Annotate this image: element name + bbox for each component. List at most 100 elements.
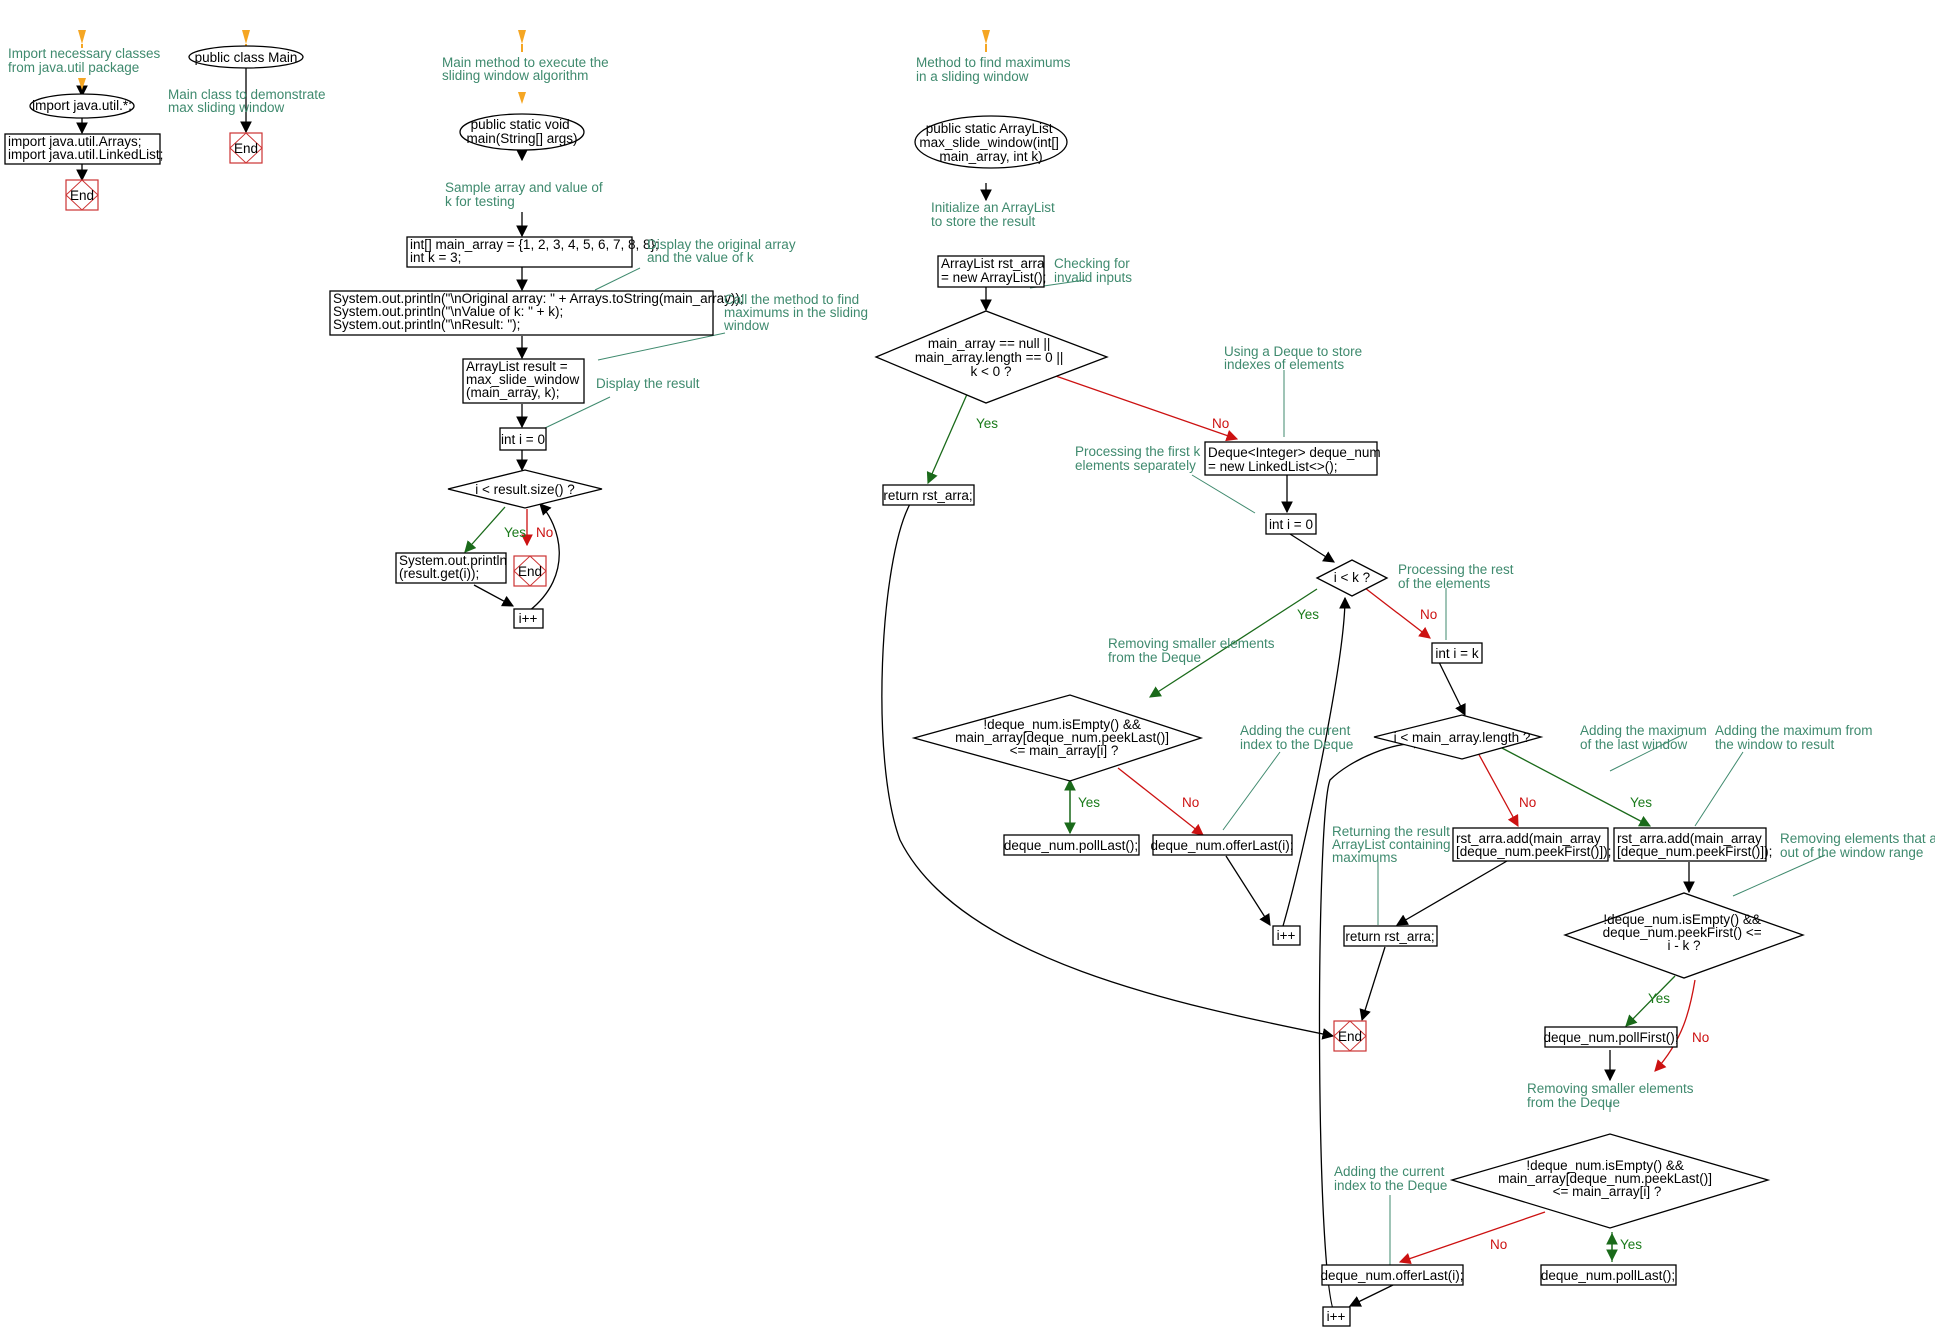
start-marker	[242, 30, 250, 44]
comment-rest: Processing the rest of the elements	[1398, 562, 1517, 591]
comment-main-top: Main method to execute the sliding windo…	[442, 55, 612, 83]
comment-add-res: Adding the maximum from the window to re…	[1715, 723, 1876, 752]
node-incr2[interactable]	[1322, 1306, 1351, 1327]
no-label: No	[1519, 795, 1536, 810]
node-import-all[interactable]	[29, 93, 135, 119]
no-label: No	[1182, 795, 1199, 810]
node-poll-first-label: deque_num.pollFirst();	[1543, 1030, 1678, 1045]
decision-ik[interactable]	[1315, 559, 1389, 597]
node-add-last-label: rst_arra.add(main_array [deque_num.peekF…	[1456, 831, 1611, 859]
node-main-loop-init-label: int i = 0	[501, 432, 545, 447]
no-label: No	[1212, 416, 1229, 431]
node-incr1[interactable]	[1272, 925, 1301, 946]
decision-empty2-label: !deque_num.isEmpty() && main_array[deque…	[1498, 1158, 1716, 1199]
decision-empty1[interactable]	[911, 694, 1204, 782]
node-main-incr[interactable]	[513, 608, 544, 629]
decision-len[interactable]	[1373, 714, 1544, 760]
decision-main-loop-label: i < result.size() ?	[475, 482, 574, 497]
node-ik[interactable]	[1431, 642, 1483, 664]
decision-empty2[interactable]	[1449, 1133, 1771, 1229]
comment-call: Call the method to find maximums in the …	[723, 292, 872, 333]
node-incr2-label: i++	[1327, 1309, 1346, 1324]
node-main-loop-init[interactable]	[499, 427, 547, 451]
yes-label: Yes	[1630, 795, 1652, 810]
node-i0-label: int i = 0	[1269, 517, 1313, 532]
decision-range[interactable]	[1563, 892, 1805, 979]
yes-label: Yes	[976, 416, 998, 431]
node-main-init[interactable]	[406, 236, 633, 268]
node-i0[interactable]	[1265, 513, 1317, 535]
node-class-main-label: public class Main	[195, 50, 298, 65]
yes-label: Yes	[1648, 991, 1670, 1006]
comment-display: Display the original array and the value…	[647, 237, 799, 265]
node-poll-last2[interactable]	[1540, 1264, 1677, 1286]
decision-invalid-label: main_array == null || main_array.length …	[915, 336, 1067, 379]
comment-links	[544, 267, 1826, 1265]
yes-label: Yes	[1078, 795, 1100, 810]
node-method-start-label: public static ArrayList max_slide_window…	[919, 121, 1062, 164]
node-import-box-label: import java.util.Arrays; import java.uti…	[8, 134, 163, 162]
comment-remove1: Removing smaller elements from the Deque	[1108, 636, 1278, 665]
node-return-final-label: return rst_arra;	[1345, 929, 1434, 944]
decision-invalid[interactable]	[874, 310, 1109, 404]
node-rst-label: ArrayList rst_arra = new ArrayList();	[941, 256, 1048, 285]
end-label: End	[234, 141, 258, 156]
node-rst[interactable]	[937, 255, 1045, 288]
decision-len-label: i < main_array.length ?	[1394, 730, 1531, 745]
start-marker	[78, 78, 86, 90]
node-poll-last1-label: deque_num.pollLast();	[1004, 838, 1138, 853]
start-markers	[78, 30, 990, 104]
node-main-call-label: ArrayList result = max_slide_window (mai…	[466, 359, 583, 400]
decision-range-label: !deque_num.isEmpty() && deque_num.peekFi…	[1603, 912, 1766, 953]
chart-class: public class Main Main class to demonstr…	[168, 45, 326, 164]
node-poll-last1[interactable]	[1003, 834, 1140, 856]
node-poll-first[interactable]	[1544, 1026, 1678, 1048]
node-import-box[interactable]	[4, 133, 161, 165]
comment-first-k: Processing the first k elements separate…	[1075, 444, 1204, 473]
node-poll-last2-label: deque_num.pollLast();	[1541, 1268, 1675, 1283]
node-add-res[interactable]	[1613, 827, 1767, 862]
comment-check: Checking for invalid inputs	[1054, 256, 1134, 285]
node-offer2[interactable]	[1321, 1264, 1464, 1286]
node-ik-label: int i = k	[1435, 646, 1478, 661]
node-return-early[interactable]	[882, 484, 975, 506]
node-main-print[interactable]	[329, 290, 714, 336]
comment-imports: Import necessary classes from java.util …	[8, 46, 164, 75]
comment-add1: Adding the current index to the Deque	[1240, 723, 1354, 752]
comment-sample: Sample array and value of k for testing	[445, 180, 606, 209]
node-main-start[interactable]	[459, 113, 585, 151]
end-label: End	[1338, 1029, 1362, 1044]
node-main-body[interactable]	[395, 552, 507, 584]
no-label: No	[1490, 1237, 1507, 1252]
start-marker	[78, 30, 86, 44]
yes-label: Yes	[1297, 607, 1319, 622]
decision-empty1-label: !deque_num.isEmpty() && main_array[deque…	[955, 717, 1173, 758]
no-label: No	[1420, 607, 1437, 622]
comment-deque: Using a Deque to store indexes of elemen…	[1224, 344, 1366, 372]
start-marker	[518, 30, 526, 44]
node-return-final[interactable]	[1343, 925, 1438, 947]
node-main-start-label: public static void main(String[] args)	[466, 117, 577, 146]
comment-method-top: Method to find maximums in a sliding win…	[916, 55, 1074, 84]
node-class-main[interactable]	[188, 45, 304, 69]
node-main-call[interactable]	[462, 358, 585, 404]
node-offer2-label: deque_num.offerLast(i);	[1320, 1268, 1463, 1283]
chart-imports: Import necessary classes from java.util …	[4, 46, 164, 211]
no-label: No	[1692, 1030, 1709, 1045]
node-add-last[interactable]	[1452, 827, 1609, 862]
node-method-start[interactable]	[914, 115, 1068, 169]
comment-result: Display the result	[596, 376, 700, 391]
decision-main-loop[interactable]	[447, 469, 603, 509]
node-deque[interactable]	[1204, 441, 1378, 476]
chart-main: Main method to execute the sliding windo…	[329, 55, 872, 629]
node-incr1-label: i++	[1277, 928, 1296, 943]
end-label: End	[518, 564, 542, 579]
no-label: No	[536, 525, 553, 540]
node-main-body-label: System.out.println (result.get(i));	[399, 553, 511, 581]
node-offer1[interactable]	[1152, 834, 1293, 856]
node-deque-label: Deque<Integer> deque_num = new LinkedLis…	[1208, 445, 1384, 474]
node-main-init-label: int[] main_array = {1, 2, 3, 4, 5, 6, 7,…	[410, 237, 663, 265]
yes-label: Yes	[1620, 1237, 1642, 1252]
comment-out-range: Removing elements that are out of the wi…	[1780, 831, 1935, 860]
